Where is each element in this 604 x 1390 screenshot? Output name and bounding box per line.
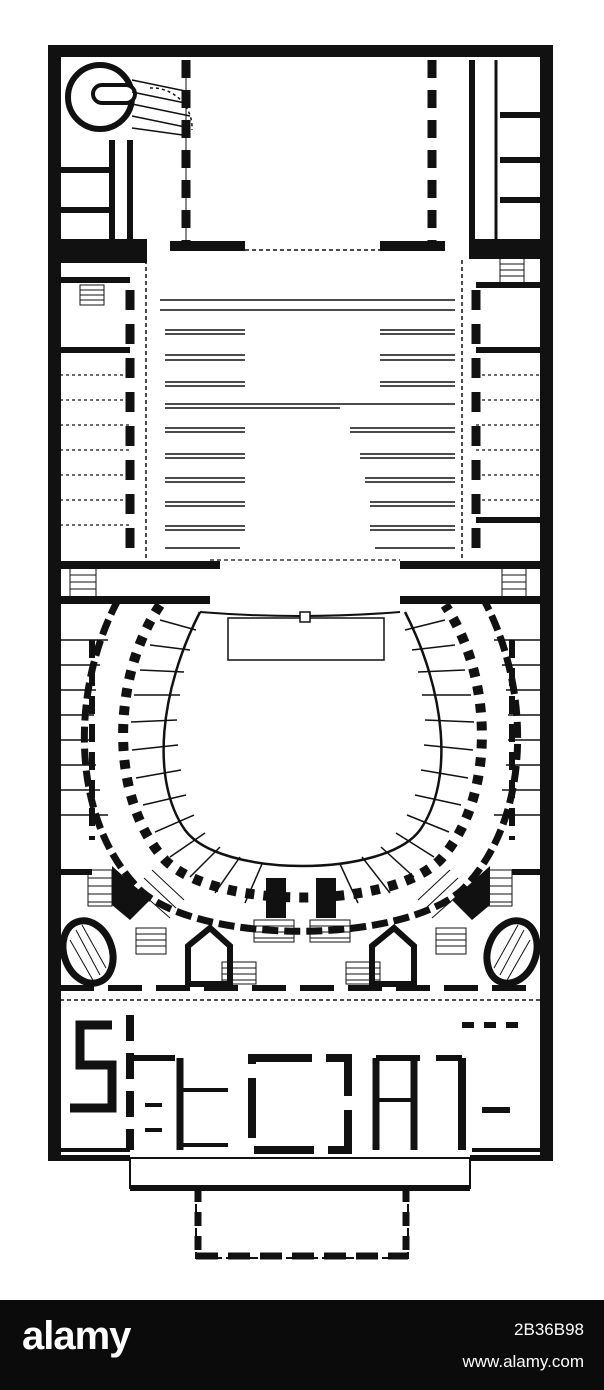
stage-side-corridors: [60, 257, 541, 560]
left-upper-rooms: [55, 140, 147, 263]
foyer: [60, 999, 541, 1154]
outer-walls: [48, 45, 553, 1260]
spiral-staircase: [65, 62, 193, 137]
floor-plan-svg: [48, 45, 553, 1260]
orchestra-pit: [199, 611, 401, 661]
watermark-url: www.alamy.com: [462, 1352, 584, 1371]
floor-plan-drawing: [48, 45, 553, 1260]
auditorium: [60, 598, 541, 935]
stage-house: [170, 60, 445, 251]
watermark-bar: alamy 2B36B98 www.alamy.com: [0, 1300, 604, 1390]
alamy-logo: alamy: [22, 1314, 131, 1358]
rear-stairs: [59, 866, 541, 991]
proscenium: [60, 559, 541, 604]
stage-floor-grooves: [160, 299, 455, 549]
image-id-label: 2B36B98: [514, 1320, 584, 1339]
right-upper-rooms: [469, 60, 543, 259]
